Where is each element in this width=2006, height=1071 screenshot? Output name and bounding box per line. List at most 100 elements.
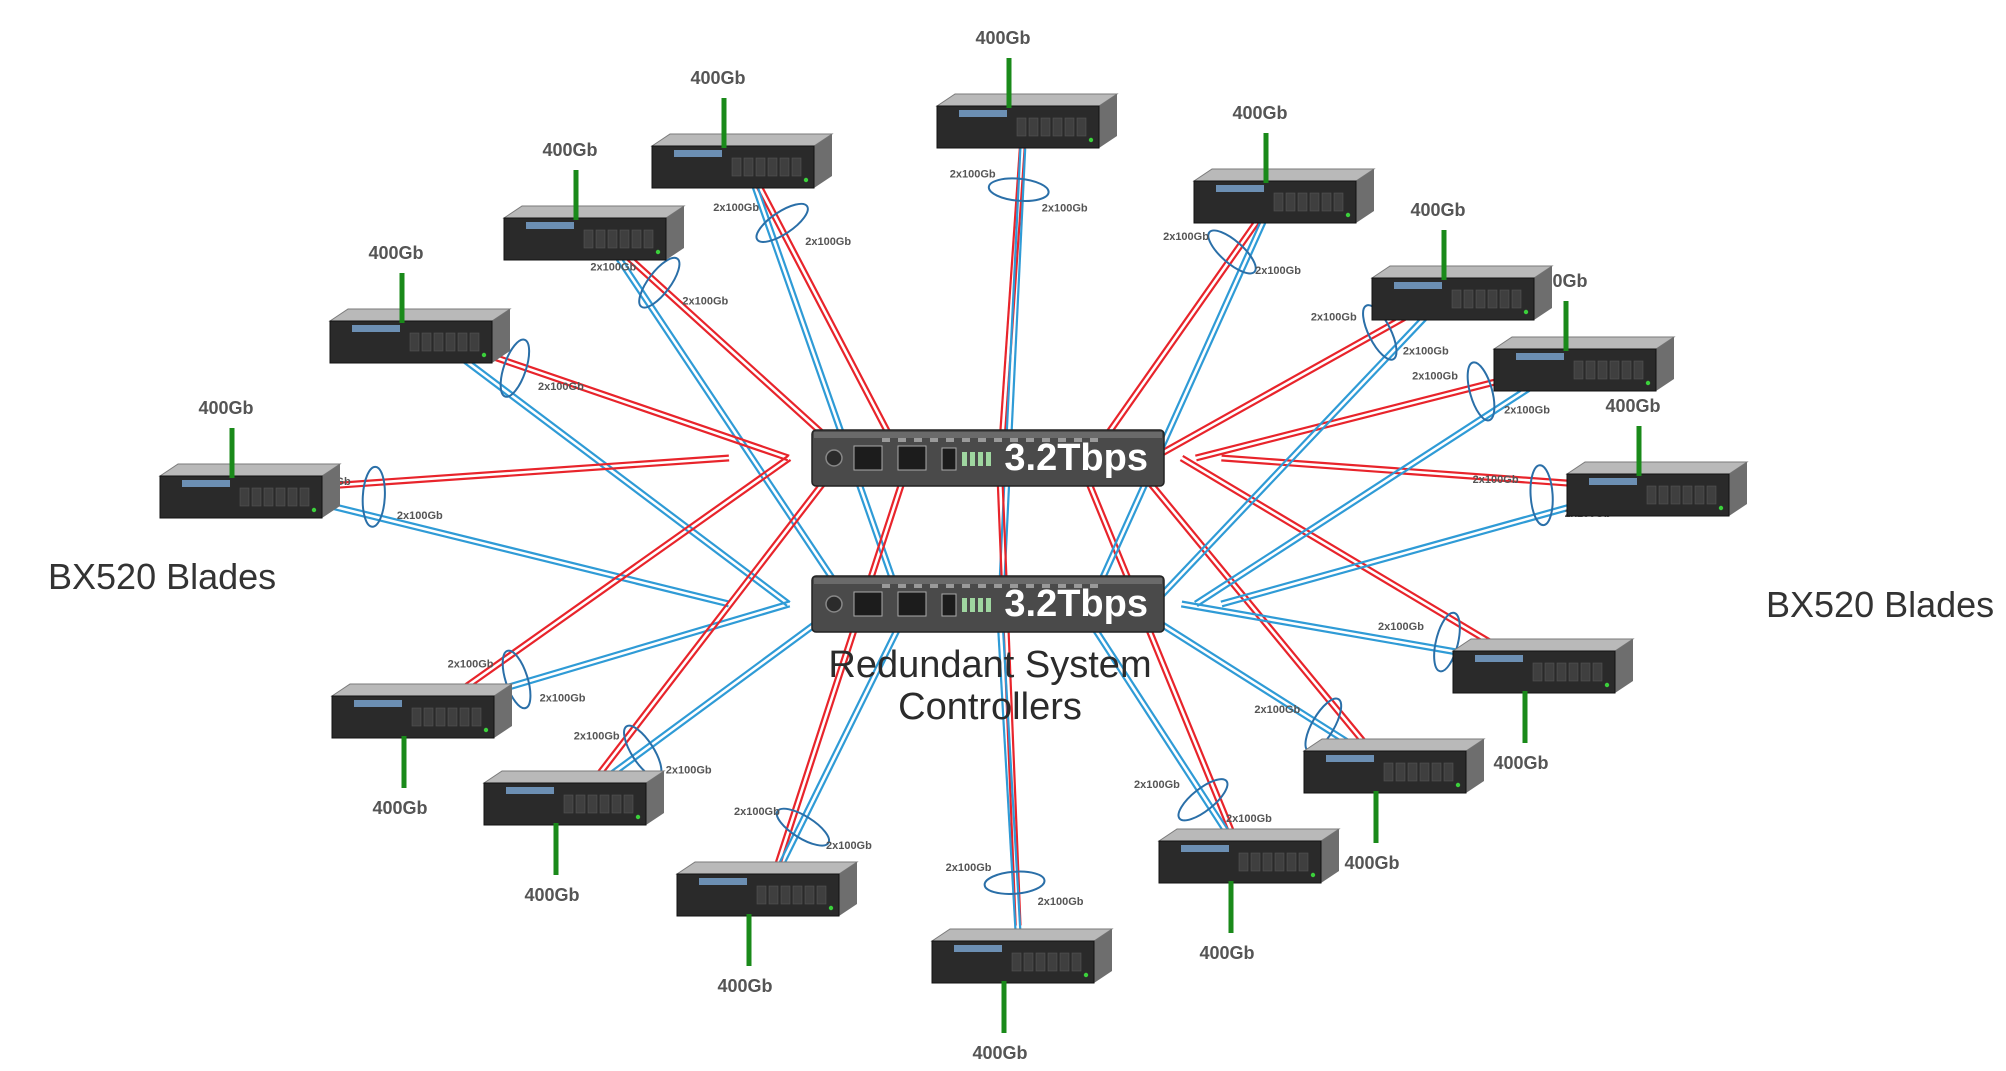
blade-vent <box>768 885 779 905</box>
blade-pull-tab <box>674 150 722 157</box>
blade-server <box>1492 301 1676 392</box>
link-strand <box>594 455 842 777</box>
controller-vent <box>1042 438 1050 442</box>
controller-led <box>962 452 967 466</box>
bundle-ellipse <box>1529 464 1554 527</box>
link-strand <box>292 454 729 488</box>
uplink-speed-label: 400Gb <box>1199 943 1254 963</box>
blade-top-face <box>1192 168 1376 182</box>
blade-status-led <box>1088 137 1094 143</box>
controller-vent <box>930 438 938 442</box>
blade-vent <box>792 885 803 905</box>
controller-vent <box>1090 438 1098 442</box>
blade-top-face <box>1302 738 1486 752</box>
link-speed-label: 2x100Gb <box>1255 265 1301 277</box>
blade-vent <box>1499 289 1510 309</box>
link-speed-label: 2x100Gb <box>1038 896 1084 908</box>
bundle-ellipse <box>638 256 681 309</box>
link-strand <box>756 176 905 458</box>
controller-vent <box>946 438 954 442</box>
blade-top-face <box>158 463 342 477</box>
blade-vent <box>1035 952 1046 972</box>
uplink-speed-label: 400Gb <box>524 885 579 905</box>
blue-link-to-bottom-controller <box>450 347 791 607</box>
blade-vent <box>275 487 286 507</box>
controller-vent <box>1026 584 1034 588</box>
bundle-ellipse <box>501 649 532 710</box>
red-link-to-top-controller <box>1179 454 1510 656</box>
controller-power-port <box>825 449 843 467</box>
link-strand <box>1130 601 1370 754</box>
blade-top-face <box>330 683 514 697</box>
link-strand <box>616 243 852 458</box>
controller-vent <box>978 438 986 442</box>
controller-vent <box>962 438 970 442</box>
red-link-to-top-controller <box>775 456 914 864</box>
red-link-to-top-controller <box>292 454 730 492</box>
blade-vent <box>1451 289 1462 309</box>
blade-top-face <box>1451 638 1635 652</box>
blade-top-face <box>328 308 512 322</box>
blade-vent <box>1580 662 1591 682</box>
blade-side-face <box>1729 462 1747 516</box>
blade-vent <box>1573 360 1584 380</box>
controller-usb-port <box>941 447 957 471</box>
blade-vent <box>619 229 630 249</box>
link-strand <box>997 148 1022 604</box>
blade-vent <box>1395 762 1406 782</box>
uplink-speed-label: 400Gb <box>372 798 427 818</box>
uplink-speed-label: 400Gb <box>972 1043 1027 1063</box>
blade-vent <box>1592 662 1603 682</box>
blade-side-face <box>1099 94 1117 148</box>
blue-link-to-bottom-controller <box>995 603 1022 934</box>
controller-usb-port <box>941 593 957 617</box>
blade-vent <box>471 707 482 727</box>
link-speed-label: 2x100Gb <box>1504 404 1550 416</box>
blade-vent <box>1285 192 1296 212</box>
blade-vent <box>1250 852 1261 872</box>
controller-vent <box>1058 438 1066 442</box>
blue-link-to-bottom-controller <box>1087 217 1268 606</box>
controller-throughput-label: 3.2Tbps <box>1004 583 1148 625</box>
blade-vent <box>1076 117 1087 137</box>
link-strand <box>452 347 791 603</box>
blade-vent <box>1333 192 1344 212</box>
redundant-controllers-caption: Redundant System Controllers <box>800 644 1180 728</box>
blade-server <box>330 683 514 788</box>
blade-top-face <box>1492 336 1676 350</box>
blade-status-led <box>1345 212 1351 218</box>
blade-side-face <box>1615 639 1633 693</box>
controller-rj45-port <box>897 445 927 471</box>
link-strand <box>1079 456 1235 832</box>
blade-vent <box>1568 662 1579 682</box>
controller-top-bevel <box>814 578 1162 584</box>
blade-status-led <box>311 507 317 513</box>
blade-server <box>502 170 686 261</box>
link-strand <box>1087 217 1264 604</box>
blade-vent <box>1016 117 1027 137</box>
blade-server <box>675 861 859 966</box>
blade-side-face <box>1466 739 1484 793</box>
link-strand <box>1181 600 1509 660</box>
blade-vent <box>1487 289 1498 309</box>
blade-vent <box>1682 485 1693 505</box>
blade-server <box>650 98 834 189</box>
link-strand <box>1179 459 1508 656</box>
link-strand <box>1000 603 1022 934</box>
controller-vent <box>882 438 890 442</box>
blade-pull-tab <box>954 945 1002 952</box>
red-link-to-top-controller <box>452 455 792 699</box>
link-strand <box>292 493 730 603</box>
link-speed-label: 2x100Gb <box>734 806 780 818</box>
blade-vent <box>583 229 594 249</box>
blade-vent <box>1609 360 1620 380</box>
controller-throughput-label: 3.2Tbps <box>1004 437 1148 479</box>
link-speed-label: 2x100Gb <box>1403 345 1449 357</box>
blade-vent <box>1321 192 1332 212</box>
link-speed-label: 2x100Gb <box>682 296 728 308</box>
blade-vent <box>631 229 642 249</box>
blade-vent <box>299 487 310 507</box>
blade-vent <box>263 487 274 507</box>
blade-top-face <box>1370 265 1554 279</box>
blade-pull-tab <box>1516 353 1564 360</box>
